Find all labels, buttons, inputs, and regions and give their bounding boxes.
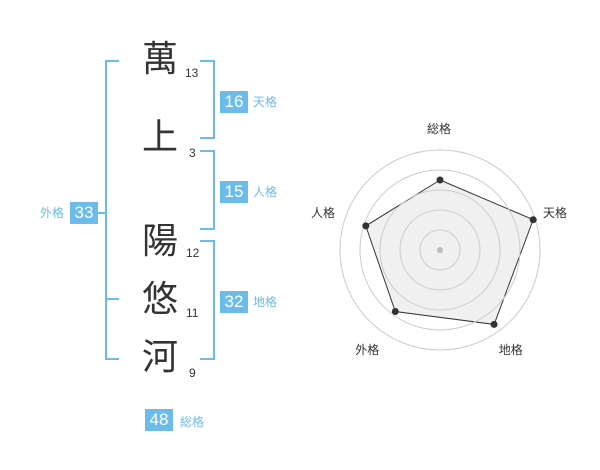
radar-center-dot: [437, 247, 443, 253]
stroke-count-3: 12: [186, 246, 200, 260]
tenkaku-bracket-vertical: [213, 60, 215, 139]
radar-ring: [419, 229, 461, 271]
radar-data-polygon: [365, 179, 534, 325]
jinkaku-label: 人格: [253, 185, 278, 199]
name-char-3: 陽: [141, 221, 178, 262]
jinkaku-bracket-top: [200, 150, 215, 152]
gaikaku-bracket-top: [105, 60, 119, 62]
gaikaku-bracket-connector: [97, 212, 107, 214]
gaikaku-badge: 33: [70, 202, 98, 224]
tenkaku-bracket-bottom: [200, 137, 215, 139]
name-char-5: 河: [141, 337, 178, 378]
stroke-count-2: 3: [189, 146, 196, 160]
gaikaku-bracket-mid: [105, 298, 119, 300]
radar-axis-label-5: 人格: [310, 206, 335, 221]
radar-ring: [399, 209, 481, 291]
radar-ring: [359, 169, 521, 331]
gaikaku-bracket-vertical: [105, 60, 107, 360]
radar-axis-label-1: 総格: [427, 122, 452, 136]
radar-axis-label-2: 天格: [543, 206, 568, 221]
radar-point-1: [436, 176, 444, 184]
soukaku-badge: 48: [145, 409, 173, 431]
jinkaku-badge: 15: [220, 181, 248, 203]
radar-point-3: [490, 320, 498, 328]
stroke-count-5: 9: [189, 366, 196, 380]
jinkaku-bracket-bottom: [200, 228, 215, 230]
stroke-count-1: 13: [185, 66, 199, 80]
gaikaku-label: 外格: [40, 206, 65, 220]
radar-axis-label-4: 外格: [355, 342, 380, 357]
chikaku-label: 地格: [253, 295, 278, 309]
name-char-1: 萬: [141, 39, 178, 80]
tenkaku-label: 天格: [253, 95, 278, 109]
soukaku-label: 総格: [180, 415, 205, 429]
radar-ring: [339, 149, 541, 351]
jinkaku-bracket-vertical: [213, 150, 215, 230]
radar-point-2: [529, 216, 537, 224]
radar-point-5: [362, 222, 370, 230]
chikaku-bracket-bottom: [200, 358, 215, 360]
gaikaku-bracket-bottom: [105, 358, 119, 360]
name-char-2: 上: [141, 117, 178, 158]
chikaku-bracket-vertical: [213, 240, 215, 360]
chikaku-badge: 32: [220, 291, 248, 313]
tenkaku-badge: 16: [220, 91, 248, 113]
radar-axis-label-3: 地格: [498, 342, 523, 357]
radar-ring: [379, 189, 501, 311]
name-char-4: 悠: [141, 279, 178, 320]
stroke-count-4: 11: [186, 306, 199, 320]
chikaku-bracket-top: [200, 240, 215, 242]
tenkaku-bracket-top: [200, 60, 215, 62]
radar-point-4: [391, 307, 399, 315]
